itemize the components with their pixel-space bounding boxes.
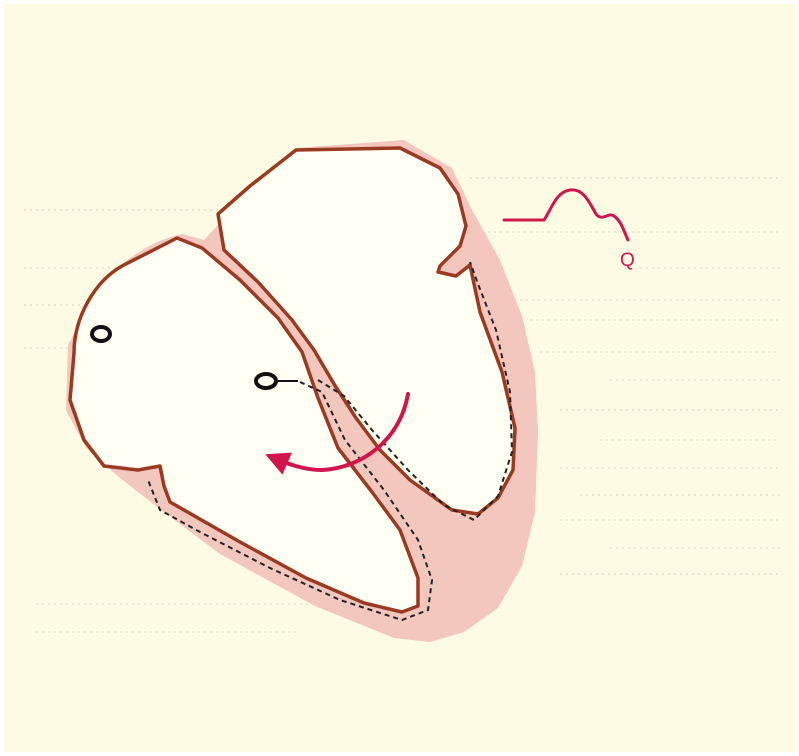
- ecg-q-label: Q: [620, 251, 635, 270]
